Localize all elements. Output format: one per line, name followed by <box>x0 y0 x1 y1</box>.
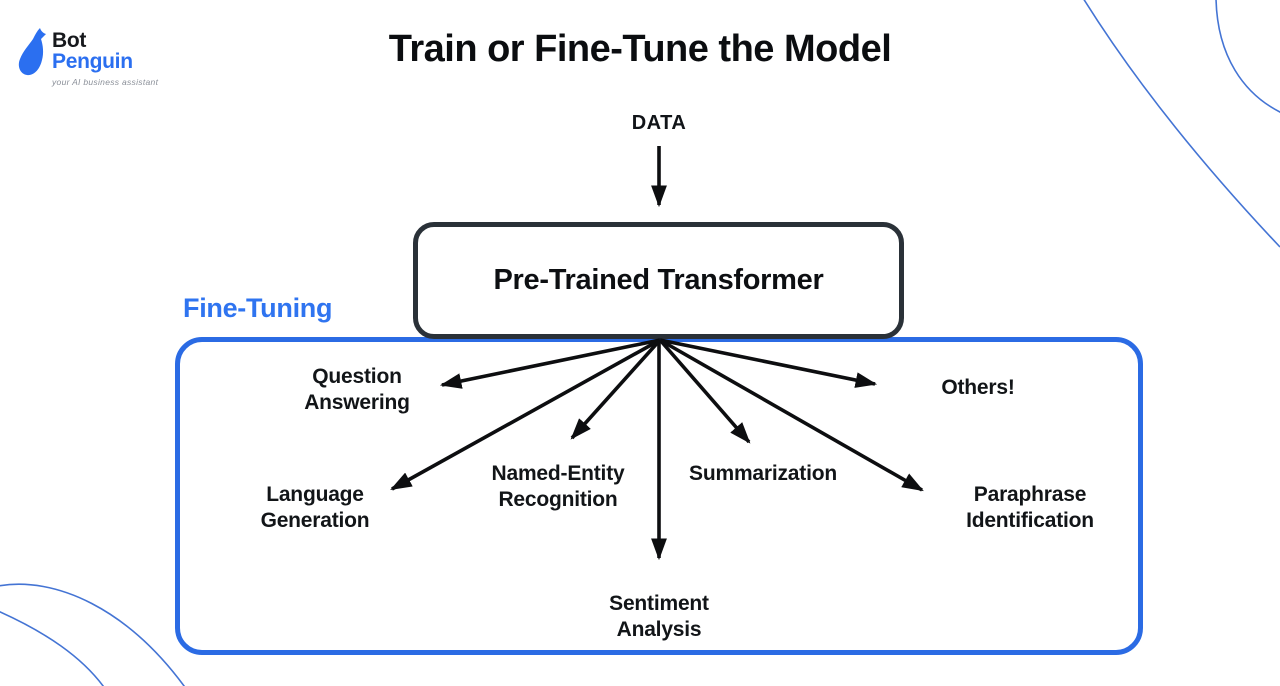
page-title: Train or Fine-Tune the Model <box>388 28 892 70</box>
pretrained-transformer-box: Pre-Trained Transformer <box>413 222 904 339</box>
task-label-question-answering: Question Answering <box>304 365 410 414</box>
task-label-language-generation: Language Generation <box>260 483 370 532</box>
botpenguin-logo: Bot Penguin your AI business assistant <box>16 26 196 90</box>
fine-tuning-group-label: Fine-Tuning <box>183 293 333 323</box>
data-node-label: DATA <box>631 112 687 134</box>
task-label-named-entity-recognition: Named-Entity Recognition <box>491 462 625 511</box>
decorative-curve-bottom-left-long <box>0 583 185 686</box>
decorative-curve-top-right-long <box>1083 0 1280 248</box>
task-label-others: Others! <box>941 376 1015 399</box>
brand-tagline: your AI business assistant <box>52 77 159 87</box>
decorative-curve-bottom-left-short <box>0 611 105 686</box>
penguin-icon <box>18 28 46 76</box>
pretrained-transformer-label: Pre-Trained Transformer <box>493 264 824 296</box>
task-label-sentiment-analysis: Sentiment Analysis <box>609 592 709 641</box>
task-label-summarization: Summarization <box>689 462 837 485</box>
decorative-curve-top-right-short <box>1215 0 1280 113</box>
task-label-paraphrase-identification: Paraphrase Identification <box>966 483 1094 532</box>
brand-name-top: Bot <box>52 29 87 52</box>
brand-name-bottom: Penguin <box>52 50 133 73</box>
